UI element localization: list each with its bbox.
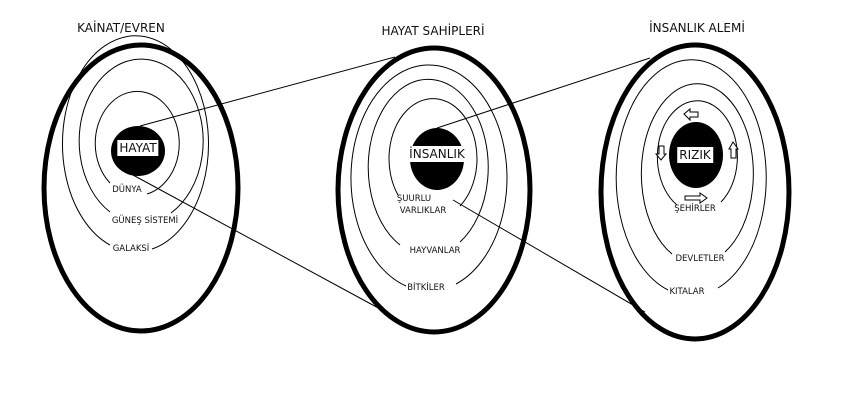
arrow-up-icon xyxy=(728,141,739,159)
core-label-insanlik: İNSANLIK xyxy=(407,146,467,162)
core-label-rizik: RIZIK xyxy=(677,147,713,163)
outer-ellipse xyxy=(335,45,533,335)
connector-lines xyxy=(132,56,651,313)
ring-devletler xyxy=(640,83,754,255)
arrow-right-icon xyxy=(684,192,708,204)
panel-title-kainat: KAİNAT/EVREN xyxy=(77,21,165,35)
ring-label-gunes-sistemi: GÜNEŞ SİSTEMİ xyxy=(111,216,179,226)
ring-label-dunya: DÜNYA xyxy=(112,185,142,195)
panel-title-insanlik-alemi: İNSANLIK ALEMİ xyxy=(649,21,745,35)
ring-sehirler xyxy=(656,100,738,206)
connector-2-bottom xyxy=(452,199,646,313)
outer-ellipse xyxy=(41,42,241,334)
arrow-left-icon xyxy=(683,107,699,122)
ring-label-bitkiler: BİTKİLER xyxy=(407,283,445,293)
panel-kainat xyxy=(41,35,241,334)
outer-ellipse xyxy=(598,42,792,342)
ring-label-hayvanlar: HAYVANLAR xyxy=(409,246,461,256)
ring-hayvanlar xyxy=(367,78,489,246)
ring-label-varliklar: VARLIKLAR xyxy=(399,206,447,216)
ring-label-kitalar: KITALAR xyxy=(669,287,705,297)
ring-galaksi xyxy=(62,35,209,250)
ring-kitalar xyxy=(615,59,767,291)
connector-1-bottom xyxy=(132,174,383,311)
connector-1-top xyxy=(139,56,396,127)
panel-title-hayat-sahipleri: HAYAT SAHİPLERİ xyxy=(381,24,485,38)
connector-2-top xyxy=(436,57,651,129)
ring-bitkiler xyxy=(350,64,508,287)
ring-label-suurlu: ŞUURLU xyxy=(396,194,432,204)
arrow-down-icon xyxy=(654,145,668,161)
ring-label-devletler: DEVLETLER xyxy=(675,254,725,264)
ring-suurlu xyxy=(388,98,478,207)
ring-dunya xyxy=(94,90,180,195)
ring-label-galaksi: GALAKSİ xyxy=(112,244,150,254)
ring-gunes xyxy=(78,58,204,214)
core-label-hayat: HAYAT xyxy=(117,140,159,156)
ring-label-sehirler: ŞEHİRLER xyxy=(674,204,716,214)
